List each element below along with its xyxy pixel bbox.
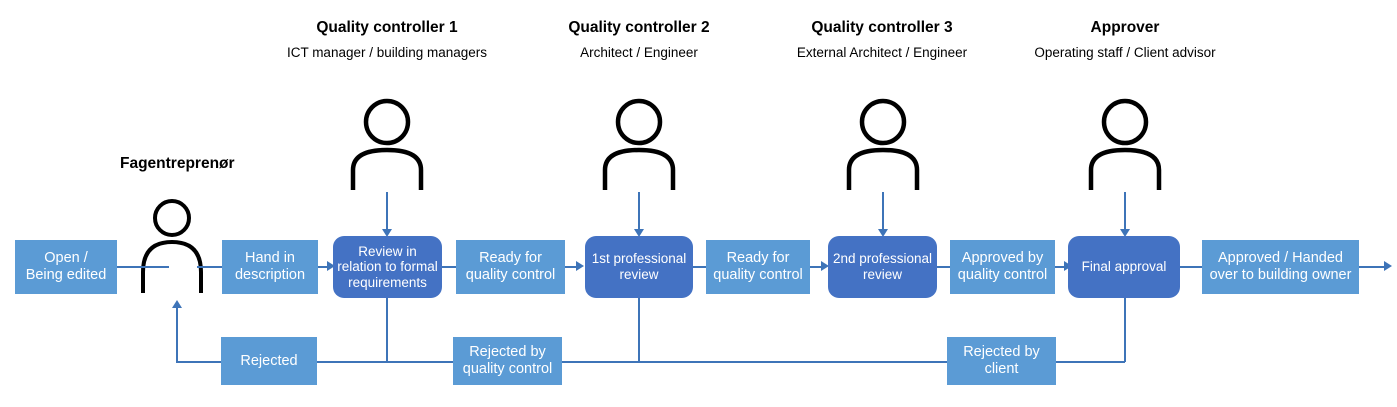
arrowhead-handover-exit (1384, 261, 1392, 271)
role-header-quality-controller-1: Quality controller 1 ICT manager / build… (270, 18, 504, 63)
task-label-line2: review (862, 267, 902, 282)
connector-qc1-to-task (386, 192, 388, 230)
state-box-open-being-edited[interactable]: Open / Being edited (15, 240, 117, 294)
connector-review1-drop (638, 298, 640, 362)
role-header-quality-controller-2: Quality controller 2 Architect / Enginee… (522, 18, 756, 63)
connector-rejection-to-contractor (176, 308, 178, 362)
connector-ready1-to-review1 (565, 266, 578, 268)
connector-open-to-contractor (117, 266, 169, 268)
connector-review-drop (386, 298, 388, 362)
state-label-line2: quality control (957, 267, 1048, 283)
state-box-approved-by-quality-control[interactable]: Approved by quality control (950, 240, 1055, 294)
arrowhead-approver-to-task (1120, 229, 1130, 237)
state-box-hand-in-description[interactable]: Hand in description (222, 240, 318, 294)
connector-review2-to-approved (937, 266, 950, 268)
person-icon-quality-controller-3 (845, 98, 921, 194)
arrowhead-qc1-to-task (382, 229, 392, 237)
arrowhead-ready1-to-review1 (576, 261, 584, 271)
role-title: Quality controller 3 (811, 19, 953, 36)
state-label-line1: Approved by (961, 250, 1044, 267)
task-label-line1: Review in (358, 243, 417, 259)
person-icon-quality-controller-2 (601, 98, 677, 194)
task-label-line1: 2nd professional (832, 251, 933, 267)
role-subtitle: Architect / Engineer (580, 45, 698, 60)
state-label-line2: description (234, 267, 306, 283)
reject-box-rejected-by-quality-control[interactable]: Rejected by quality control (453, 337, 562, 385)
connector-review1-to-ready2 (693, 266, 706, 268)
state-label-line1: Open / (44, 250, 88, 267)
connector-review-to-ready1 (442, 266, 456, 268)
state-label-line1: Hand in (245, 250, 295, 267)
person-icon-quality-controller-1 (349, 98, 425, 194)
arrowhead-qc3-to-task (878, 229, 888, 237)
reject-label-line2: quality control (462, 361, 553, 377)
task-label-line3: requirements (348, 274, 427, 290)
reject-label-line1: Rejected by (469, 344, 546, 361)
person-icon-contractor (140, 198, 204, 294)
state-label-line2: quality control (713, 267, 803, 283)
connector-approver-to-task (1124, 192, 1126, 230)
role-subtitle: ICT manager / building managers (286, 45, 488, 60)
task-box-2nd-professional-review[interactable]: 2nd professional review (828, 236, 937, 298)
connector-qc3-to-task (882, 192, 884, 230)
connector-final-to-handover (1180, 266, 1202, 268)
arrowhead-qc2-to-task (634, 229, 644, 237)
role-title: Quality controller 1 (316, 19, 458, 36)
reject-box-rejected-by-client[interactable]: Rejected by client (947, 337, 1056, 385)
task-box-final-approval[interactable]: Final approval (1068, 236, 1180, 298)
state-label-line1: Approved / Handed (1218, 250, 1343, 267)
arrowhead-rejection-to-contractor (172, 300, 182, 308)
lane-label-contractor: Fagentreprenør (120, 155, 235, 172)
role-title: Quality controller 2 (568, 19, 710, 36)
role-subtitle: Operating staff / Client advisor (1034, 45, 1216, 60)
state-label-line1: Ready for (726, 250, 790, 267)
role-header-quality-controller-3: Quality controller 3 External Architect … (765, 18, 999, 63)
connector-rejection-return-line (176, 361, 1125, 363)
task-box-1st-professional-review[interactable]: 1st professional review (585, 236, 693, 298)
connector-ready2-to-review2 (810, 266, 823, 268)
state-box-approved-handed-over[interactable]: Approved / Handed over to building owner (1202, 240, 1359, 294)
task-label-line2: relation to formal (337, 259, 438, 275)
connector-final-approval-drop (1124, 298, 1126, 362)
reject-label-line2: client (984, 361, 1019, 377)
state-box-ready-for-quality-control-1[interactable]: Ready for quality control (456, 240, 565, 294)
role-header-approver: Approver Operating staff / Client adviso… (1008, 18, 1242, 63)
reject-label-line1: Rejected by (963, 344, 1040, 361)
state-label-line2: over to building owner (1209, 267, 1352, 283)
state-label-line1: Ready for (479, 250, 542, 267)
arrowhead-handin-to-review (327, 261, 335, 271)
role-subtitle: External Architect / Engineer (796, 45, 968, 60)
state-box-ready-for-quality-control-2[interactable]: Ready for quality control (706, 240, 810, 294)
state-label-line2: quality control (465, 267, 556, 283)
task-box-review-formal-requirements[interactable]: Review in relation to formal requirement… (333, 236, 442, 298)
task-label-line1: 1st professional (591, 251, 687, 267)
task-label-line1: Final approval (1081, 259, 1167, 275)
connector-approved-to-final (1055, 266, 1068, 268)
connector-handover-exit (1358, 266, 1386, 268)
role-title: Approver (1090, 19, 1160, 36)
reject-box-rejected[interactable]: Rejected (221, 337, 317, 385)
connector-handin-to-review (318, 266, 329, 268)
state-label-line2: Being edited (25, 267, 107, 283)
task-label-line2: review (619, 267, 659, 282)
connector-contractor-to-handin (197, 266, 222, 268)
arrowhead-ready2-to-review2 (821, 261, 829, 271)
connector-qc2-to-task (638, 192, 640, 230)
person-icon-approver (1087, 98, 1163, 194)
reject-label-line1: Rejected (240, 352, 298, 369)
